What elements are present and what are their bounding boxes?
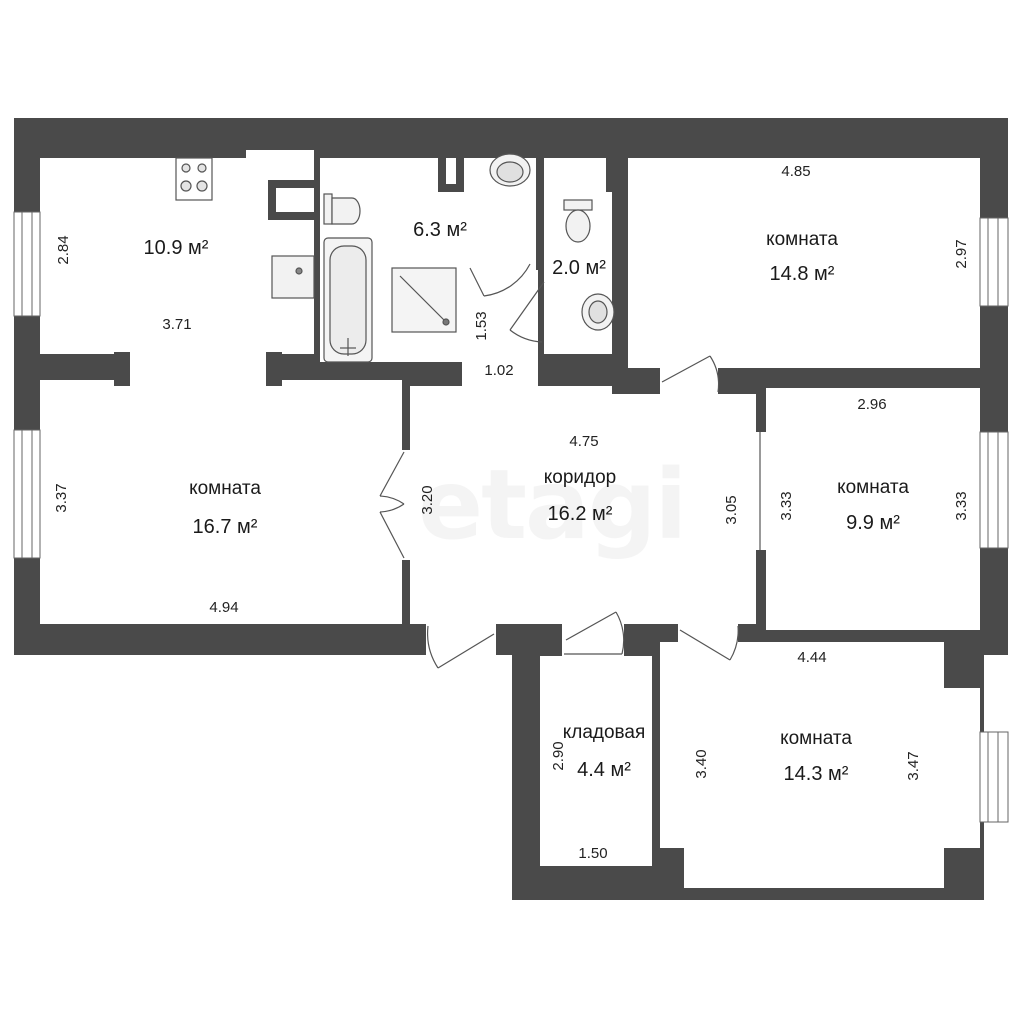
- dimension-labels: 2.84 3.71 1.53 1.02 4.85 2.97 3.37 4.94 …: [53, 163, 970, 862]
- watermark: etagi: [418, 449, 685, 561]
- door-icon: [562, 611, 625, 658]
- room-name: комната: [189, 478, 261, 499]
- room-name: комната: [766, 229, 838, 250]
- room-name: кладовая: [563, 722, 646, 743]
- floor-room-w: [40, 380, 402, 624]
- room-name: коридор: [544, 467, 617, 488]
- dimension-label: 2.97: [953, 239, 970, 268]
- door-icon: [466, 262, 536, 297]
- room-area: 2.0 м²: [552, 257, 606, 279]
- window-icon: [13, 429, 41, 559]
- dimension-label: 3.37: [53, 483, 70, 512]
- dimension-label: 4.44: [797, 649, 826, 666]
- dimension-label: 3.33: [778, 491, 795, 520]
- washbasin-icon: [581, 293, 615, 331]
- door-icon: [678, 624, 739, 661]
- dimension-label: 4.85: [781, 163, 810, 180]
- room-area: 16.2 м²: [548, 503, 613, 525]
- floor-kitchen: [40, 150, 314, 354]
- windows: [13, 211, 1009, 823]
- floor-room-se: [660, 642, 980, 888]
- dimension-label: 4.75: [569, 433, 598, 450]
- door-icon: [426, 624, 496, 669]
- room-area: 6.3 м²: [413, 219, 467, 241]
- door-icon: [756, 432, 768, 550]
- dimension-label: 3.40: [693, 749, 710, 778]
- dimension-label: 2.84: [55, 235, 72, 264]
- dimension-label: 1.50: [578, 845, 607, 862]
- toilet-icon: [323, 193, 361, 225]
- room-area: 14.8 м²: [770, 263, 835, 285]
- window-icon: [979, 731, 1009, 823]
- door-icon: [509, 281, 545, 343]
- dimension-label: 3.33: [953, 491, 970, 520]
- room-area: 16.7 м²: [193, 516, 258, 538]
- room-name: комната: [780, 728, 852, 749]
- shower-icon: [391, 267, 457, 333]
- floors: [40, 150, 980, 888]
- dimension-label: 3.47: [905, 751, 922, 780]
- dimension-label: 3.05: [723, 495, 740, 524]
- dimension-label: 4.94: [209, 599, 238, 616]
- dimension-label: 1.02: [484, 362, 513, 379]
- window-icon: [979, 431, 1009, 549]
- stove-icon: [175, 157, 213, 201]
- partitions: [114, 158, 612, 386]
- window-icon: [979, 217, 1009, 307]
- floor-hall-link: [462, 270, 538, 386]
- dimension-label: 2.96: [857, 396, 886, 413]
- dimension-label: 3.20: [419, 485, 436, 514]
- door-icon: [660, 355, 720, 394]
- room-area: 9.9 м²: [846, 512, 900, 534]
- room-area: 14.3 м²: [784, 763, 849, 785]
- door-icon: [379, 450, 412, 560]
- room-area: 4.4 м²: [577, 759, 631, 781]
- sink-icon: [271, 255, 315, 299]
- room-name: комната: [837, 477, 909, 498]
- dimension-label: 3.71: [162, 316, 191, 333]
- floor-storage: [540, 656, 652, 866]
- fixtures: [175, 153, 615, 363]
- toilet-icon: [563, 199, 593, 243]
- floor-corridor: [410, 386, 756, 624]
- washbasin-icon: [489, 153, 531, 187]
- room-labels: 10.9 м² 6.3 м² 2.0 м² комната 14.8 м² ко…: [144, 219, 910, 785]
- dimension-label: 2.90: [550, 741, 567, 770]
- floor-room-ne: [628, 158, 980, 368]
- room-area: 10.9 м²: [144, 237, 209, 259]
- doors: [130, 262, 768, 669]
- dimension-label: 1.53: [473, 311, 490, 340]
- floor-room-e: [766, 388, 980, 630]
- bathtub-icon: [323, 237, 373, 363]
- window-icon: [13, 211, 41, 317]
